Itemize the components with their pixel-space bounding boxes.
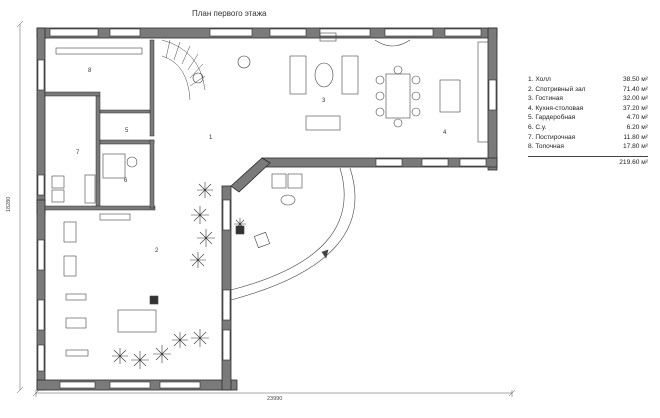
room-number-7: 7 bbox=[76, 150, 80, 156]
legend-total: 219.60 м² bbox=[619, 158, 648, 166]
height-dimension: 18280 bbox=[6, 196, 12, 212]
room-number-4: 4 bbox=[443, 130, 447, 136]
plan-title: План первого этажа bbox=[192, 9, 267, 18]
stair bbox=[161, 39, 206, 101]
dimension-lines bbox=[16, 20, 516, 397]
windows bbox=[37, 28, 497, 389]
room-number-8: 8 bbox=[88, 68, 92, 74]
room-number-6: 6 bbox=[124, 178, 128, 184]
room-number-1: 1 bbox=[209, 135, 213, 141]
room-number-3: 3 bbox=[322, 98, 326, 104]
living-furniture bbox=[289, 32, 489, 143]
width-dimension: 23990 bbox=[267, 396, 283, 402]
legend-divider bbox=[528, 155, 648, 157]
plant-decor bbox=[112, 55, 251, 369]
interior-walls bbox=[44, 39, 156, 211]
room-number-5: 5 bbox=[125, 128, 129, 134]
gym-equipment bbox=[63, 213, 159, 357]
hall-furniture bbox=[230, 167, 356, 301]
room-number-2: 2 bbox=[155, 248, 159, 254]
legend-row: 6. С.у.6.20 м² bbox=[528, 123, 648, 131]
bathroom-fixtures bbox=[51, 47, 143, 204]
